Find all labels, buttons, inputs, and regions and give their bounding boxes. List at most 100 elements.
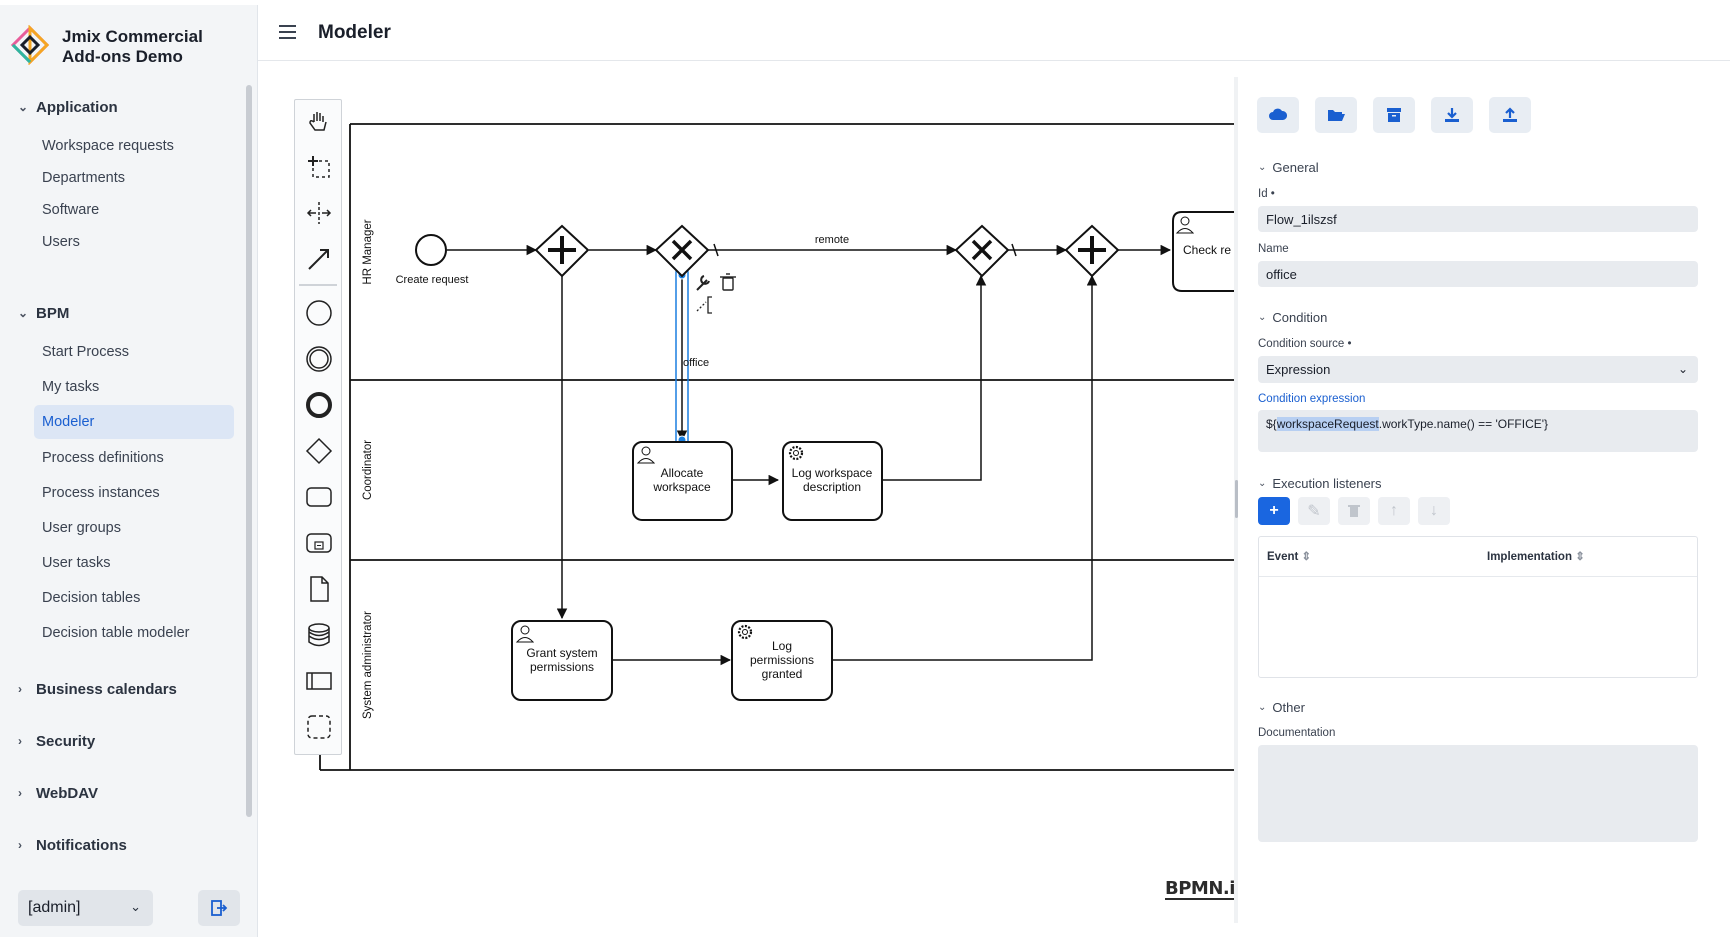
data-store-tool[interactable]: [302, 618, 336, 652]
bpmn-diagram[interactable]: HR Manager Coordinator System administra…: [0, 0, 1234, 937]
sidebar-item-my-tasks[interactable]: My tasks: [42, 379, 100, 395]
section-other-toggle[interactable]: ⌄Other: [1258, 700, 1305, 715]
sidebar-item-departments[interactable]: Departments: [42, 170, 126, 186]
section-general-toggle[interactable]: ⌄General: [1258, 160, 1319, 175]
user-task-icon: [1175, 216, 1195, 234]
connect-icon[interactable]: [696, 296, 712, 314]
lasso-icon: [308, 156, 330, 178]
section-condition-toggle[interactable]: ⌄Condition: [1258, 310, 1327, 325]
sidebar-item-user-tasks[interactable]: User tasks: [42, 555, 111, 571]
condition-source-value: Expression: [1266, 362, 1331, 377]
trash-icon[interactable]: [720, 273, 736, 291]
bpmn-canvas[interactable]: [258, 62, 1234, 937]
condition-expression-field[interactable]: ${workspaceRequest.workType.name() == 'O…: [1258, 410, 1698, 452]
move-up-button[interactable]: ↑: [1378, 497, 1410, 525]
condition-source-select[interactable]: Expression ⌄: [1258, 356, 1698, 383]
space-tool[interactable]: [302, 196, 336, 230]
bpmn-io-watermark[interactable]: BPMN.iO: [1165, 878, 1250, 900]
logout-button[interactable]: [198, 890, 240, 926]
cloud-icon: [1269, 108, 1287, 120]
folder-open-icon: [1328, 110, 1345, 121]
task-check-request[interactable]: Check re: [1172, 211, 1234, 292]
nav-group-bpm[interactable]: ⌄ BPM: [18, 301, 69, 325]
exclusive-gateway-merge[interactable]: [954, 224, 1010, 278]
nav-group-notifications[interactable]: › Notifications: [18, 833, 127, 857]
table-header: Event ⇕ Implementation ⇕: [1259, 537, 1697, 577]
arrow-down-icon: ↓: [1430, 502, 1438, 519]
nav-group-webdav[interactable]: › WebDAV: [18, 781, 98, 805]
pool-tool[interactable]: [302, 664, 336, 698]
flow-label-remote[interactable]: remote: [815, 234, 849, 246]
menu-toggle-icon[interactable]: [278, 23, 298, 41]
data-object-tool[interactable]: [302, 572, 336, 606]
parallel-gateway-split[interactable]: [534, 224, 590, 278]
sidebar-item-workspace-requests[interactable]: Workspace requests: [42, 138, 174, 154]
archive-button[interactable]: [1373, 97, 1415, 133]
move-down-button[interactable]: ↓: [1418, 497, 1450, 525]
space-tool-icon: [306, 202, 332, 224]
edit-listener-button[interactable]: ✎: [1298, 497, 1330, 525]
nav-group-business-calendars[interactable]: › Business calendars: [18, 677, 177, 701]
column-event[interactable]: Event ⇕: [1267, 549, 1311, 563]
sidebar-item-decision-tables[interactable]: Decision tables: [42, 590, 141, 606]
id-field[interactable]: Flow_1ilszsf: [1258, 206, 1698, 232]
deploy-cloud-button[interactable]: [1257, 97, 1299, 133]
splitter-handle[interactable]: [1235, 480, 1238, 518]
start-event[interactable]: [415, 234, 447, 266]
sort-icon: ⇕: [1575, 551, 1585, 563]
sidebar-item-user-groups[interactable]: User groups: [42, 520, 121, 536]
chevron-right-icon: ›: [18, 838, 22, 852]
sort-icon: ⇕: [1301, 551, 1312, 563]
sidebar-item-process-definitions[interactable]: Process definitions: [42, 450, 164, 466]
flow-label-office[interactable]: office: [683, 357, 709, 369]
task-tool[interactable]: [302, 480, 336, 514]
hand-tool[interactable]: [302, 104, 336, 138]
sidebar-item-decision-table-modeler[interactable]: Decision table modeler: [42, 625, 190, 641]
nav-group-security[interactable]: › Security: [18, 729, 95, 753]
section-listeners-toggle[interactable]: ⌄Execution listeners: [1258, 476, 1382, 491]
end-event-tool[interactable]: [302, 388, 336, 422]
lane-label-system-admin: System administrator: [362, 611, 374, 719]
open-file-button[interactable]: [1315, 97, 1357, 133]
parallel-gateway-merge[interactable]: [1064, 224, 1120, 278]
wrench-icon[interactable]: [696, 275, 710, 291]
sidebar-item-modeler[interactable]: Modeler: [34, 405, 234, 439]
listeners-table[interactable]: Event ⇕ Implementation ⇕: [1258, 536, 1698, 678]
sidebar: Jmix Commercial Add-ons Demo ⌄ Applicati…: [0, 5, 258, 937]
group-tool[interactable]: [302, 710, 336, 744]
start-event-tool[interactable]: [302, 296, 336, 330]
column-implementation[interactable]: Implementation ⇕: [1487, 549, 1585, 563]
context-pad[interactable]: [696, 273, 736, 314]
gateway-tool[interactable]: [302, 434, 336, 468]
intermediate-event-tool[interactable]: [302, 342, 336, 376]
pool[interactable]: [319, 123, 1234, 771]
subprocess-tool[interactable]: [302, 526, 336, 560]
add-listener-button[interactable]: +: [1258, 497, 1290, 525]
sidebar-item-start-process[interactable]: Start Process: [42, 344, 130, 360]
chevron-right-icon: ›: [18, 734, 22, 748]
condition-source-label-text: Condition source: [1258, 338, 1345, 350]
name-field[interactable]: office: [1258, 261, 1698, 287]
nav-group-label: WebDAV: [36, 784, 98, 802]
nav-group-application[interactable]: ⌄ Application: [18, 95, 118, 119]
download-button[interactable]: [1431, 97, 1473, 133]
sequence-flows[interactable]: [447, 243, 1172, 666]
exclusive-gateway-split[interactable]: [654, 224, 710, 278]
sidebar-item-users[interactable]: Users: [42, 234, 80, 250]
expr-selected-text: workspaceRequest: [1276, 417, 1379, 431]
documentation-textarea[interactable]: [1258, 745, 1698, 842]
lasso-tool[interactable]: [302, 150, 336, 184]
connect-tool[interactable]: [302, 242, 336, 276]
chevron-right-icon: ›: [18, 682, 22, 696]
sidebar-item-software[interactable]: Software: [42, 202, 100, 218]
upload-button[interactable]: [1489, 97, 1531, 133]
sidebar-scrollbar[interactable]: [246, 85, 252, 817]
sidebar-item-process-instances[interactable]: Process instances: [42, 485, 160, 501]
user-menu-select[interactable]: [admin] ⌄: [18, 890, 153, 926]
remove-listener-button[interactable]: [1338, 497, 1370, 525]
